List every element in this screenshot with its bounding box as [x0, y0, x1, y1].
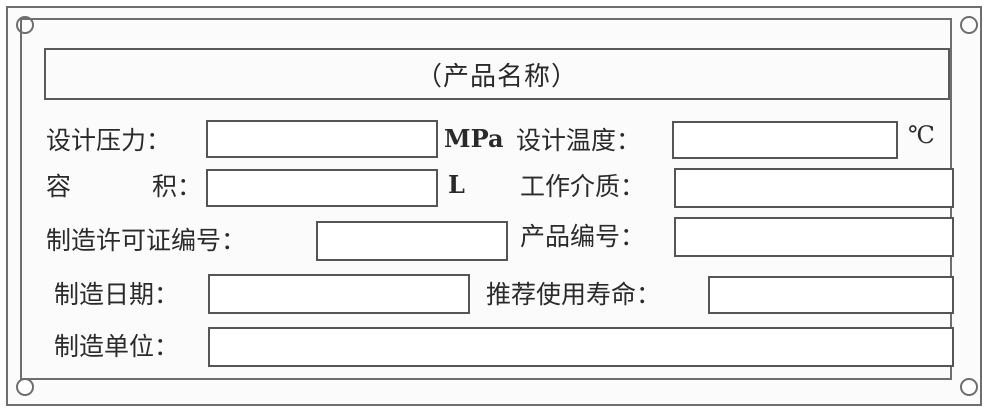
design-pressure-unit: MPa — [444, 124, 504, 153]
license-number-label: 制造许可证编号： — [46, 226, 247, 255]
mounting-hole-top-right-icon — [960, 16, 978, 34]
manufacturer-field[interactable] — [208, 327, 954, 367]
product-name-title: （产品名称） — [44, 48, 950, 100]
working-medium-label: 工作介质： — [520, 172, 646, 201]
mounting-hole-bottom-right-icon — [960, 378, 978, 396]
manufacture-date-label: 制造日期： — [54, 280, 180, 309]
design-temperature-field[interactable] — [672, 121, 898, 159]
design-temperature-unit: ℃ — [908, 121, 935, 149]
manufacturer-label: 制造单位： — [54, 332, 180, 361]
service-life-label: 推荐使用寿命： — [486, 280, 662, 309]
product-number-field[interactable] — [674, 217, 954, 257]
volume-unit: L — [448, 170, 465, 199]
mounting-hole-bottom-left-icon — [16, 378, 34, 396]
volume-field[interactable] — [206, 169, 438, 207]
manufacture-date-field[interactable] — [208, 274, 470, 314]
volume-label-part1: 容 — [46, 172, 72, 201]
volume-label-part2: 积： — [152, 172, 203, 201]
design-pressure-field[interactable] — [206, 120, 438, 158]
service-life-field[interactable] — [708, 276, 954, 314]
product-number-label: 产品编号： — [520, 222, 646, 251]
license-number-field[interactable] — [316, 221, 508, 261]
design-pressure-label: 设计压力： — [46, 126, 172, 155]
design-temperature-label: 设计温度： — [516, 126, 642, 155]
working-medium-field[interactable] — [674, 168, 954, 208]
